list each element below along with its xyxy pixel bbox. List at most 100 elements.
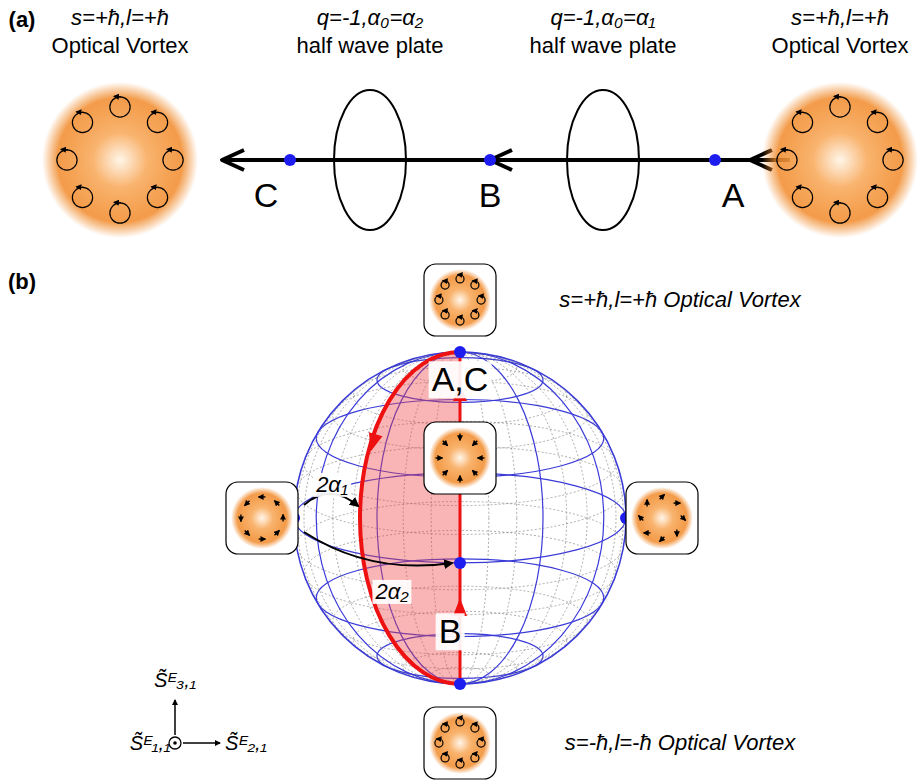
- polarization-arrow: [151, 186, 158, 188]
- axis-arrow: [183, 742, 220, 744]
- polarization-arrow: [796, 186, 803, 188]
- angle-arrow: [304, 532, 452, 566]
- polarization-arrow: [437, 738, 440, 739]
- polarization-circle: [471, 754, 479, 762]
- polarization-circle: [456, 317, 464, 325]
- label: half wave plate: [530, 34, 677, 58]
- label: q=-1,α₀=α₂: [317, 6, 423, 30]
- label: S̃ᴱ₁,₁: [130, 732, 171, 754]
- polarization-circle: [830, 203, 850, 223]
- label: s=+ħ,l=+ħ: [791, 6, 889, 30]
- label: Optical Vortex: [772, 34, 909, 58]
- label: B: [436, 613, 465, 650]
- polarization-arrow: [259, 538, 266, 539]
- polarization-circle: [441, 281, 449, 289]
- axis-out-symbol: [169, 737, 181, 749]
- polarization-arrow: [834, 202, 841, 204]
- sphere-outline: [294, 352, 626, 684]
- polarization-arrow: [676, 529, 677, 536]
- polarization-arrow: [472, 470, 477, 475]
- polarization-circle: [777, 150, 797, 170]
- polarization-arrow: [639, 516, 644, 521]
- polarization-arrow: [76, 186, 83, 188]
- polarization-arrow: [660, 537, 665, 542]
- polarization-arrow: [76, 111, 83, 113]
- polarization-arrow: [443, 441, 448, 446]
- label: S̃ᴱ₃,₁: [154, 669, 196, 691]
- label: A,C: [429, 361, 492, 398]
- vortex-beam: [631, 487, 693, 549]
- polarization-arrow: [673, 502, 680, 503]
- polarization-arrow: [437, 295, 440, 296]
- label: (b): [8, 270, 36, 294]
- meridian-line: [304, 352, 616, 684]
- polarization-circle: [435, 296, 443, 304]
- polarization-arrow: [114, 202, 121, 204]
- polarization-circle: [147, 112, 167, 132]
- polarization-arrow: [443, 753, 446, 754]
- polarization-arrow: [259, 496, 266, 497]
- vortex-beam: [429, 427, 491, 489]
- beam-line: [222, 158, 790, 162]
- polarization-arrow: [151, 111, 158, 113]
- polarization-arrow: [245, 501, 250, 506]
- label: (a): [9, 8, 36, 32]
- polarization-arrow: [240, 515, 241, 522]
- polarization-circle: [471, 724, 479, 732]
- path-arrowhead: [369, 432, 382, 451]
- polarization-arrow: [458, 274, 461, 275]
- polarization-arrow: [644, 532, 651, 533]
- polarization-arrow: [871, 186, 878, 188]
- polarization-circle: [163, 150, 183, 170]
- polarization-arrow: [472, 441, 477, 446]
- polarization-arrow: [245, 530, 250, 535]
- polarization-circle: [830, 97, 850, 117]
- beam-arrowhead: [222, 150, 244, 170]
- point-dot: [284, 154, 296, 166]
- polarization-circle: [471, 311, 479, 319]
- polarization-circle: [471, 281, 479, 289]
- meridian-line: [353, 352, 566, 684]
- label: S̃ᴱ₂,₁: [225, 732, 267, 754]
- polarization-circle: [456, 275, 464, 283]
- polarization-arrow: [479, 295, 482, 296]
- label: half wave plate: [297, 34, 444, 58]
- half-wave-plate: [567, 90, 639, 230]
- polarization-circle: [110, 97, 130, 117]
- inset-frame: [424, 264, 496, 336]
- polarization-arrow: [478, 457, 485, 458]
- polarization-circle: [792, 112, 812, 132]
- polarization-arrow: [472, 723, 475, 724]
- polarization-arrow: [167, 149, 174, 151]
- polarization-arrow: [458, 717, 461, 718]
- inset-frame: [626, 482, 698, 554]
- polarization-arrow: [282, 515, 283, 522]
- polarization-arrow: [114, 96, 121, 98]
- polarization-circle: [147, 187, 167, 207]
- polarization-arrow: [871, 111, 878, 113]
- label: B: [479, 177, 502, 214]
- axis-out-symbol: [173, 741, 177, 745]
- label: 2α₁: [313, 473, 351, 497]
- polarization-circle: [477, 739, 485, 747]
- polarization-arrow: [472, 753, 475, 754]
- label: Optical Vortex: [52, 34, 189, 58]
- label: s=+ħ,l=+ħ: [71, 6, 169, 30]
- polarization-arrow: [796, 111, 803, 113]
- label: A: [722, 177, 745, 214]
- polarization-arrow: [274, 501, 279, 506]
- polarization-circle: [883, 150, 903, 170]
- polarization-arrow: [436, 457, 443, 458]
- inset-frame: [424, 422, 496, 494]
- polarization-arrow: [443, 470, 448, 475]
- meridian-line: [333, 352, 587, 684]
- polarization-arrow: [479, 738, 482, 739]
- polarization-circle: [72, 112, 92, 132]
- polarization-circle: [867, 187, 887, 207]
- inset-frame: [424, 707, 496, 779]
- point-dot: [484, 154, 496, 166]
- point-dot: [454, 346, 466, 358]
- label: 2α₂: [372, 580, 411, 604]
- polarization-circle: [57, 150, 77, 170]
- vortex-beam: [429, 712, 491, 774]
